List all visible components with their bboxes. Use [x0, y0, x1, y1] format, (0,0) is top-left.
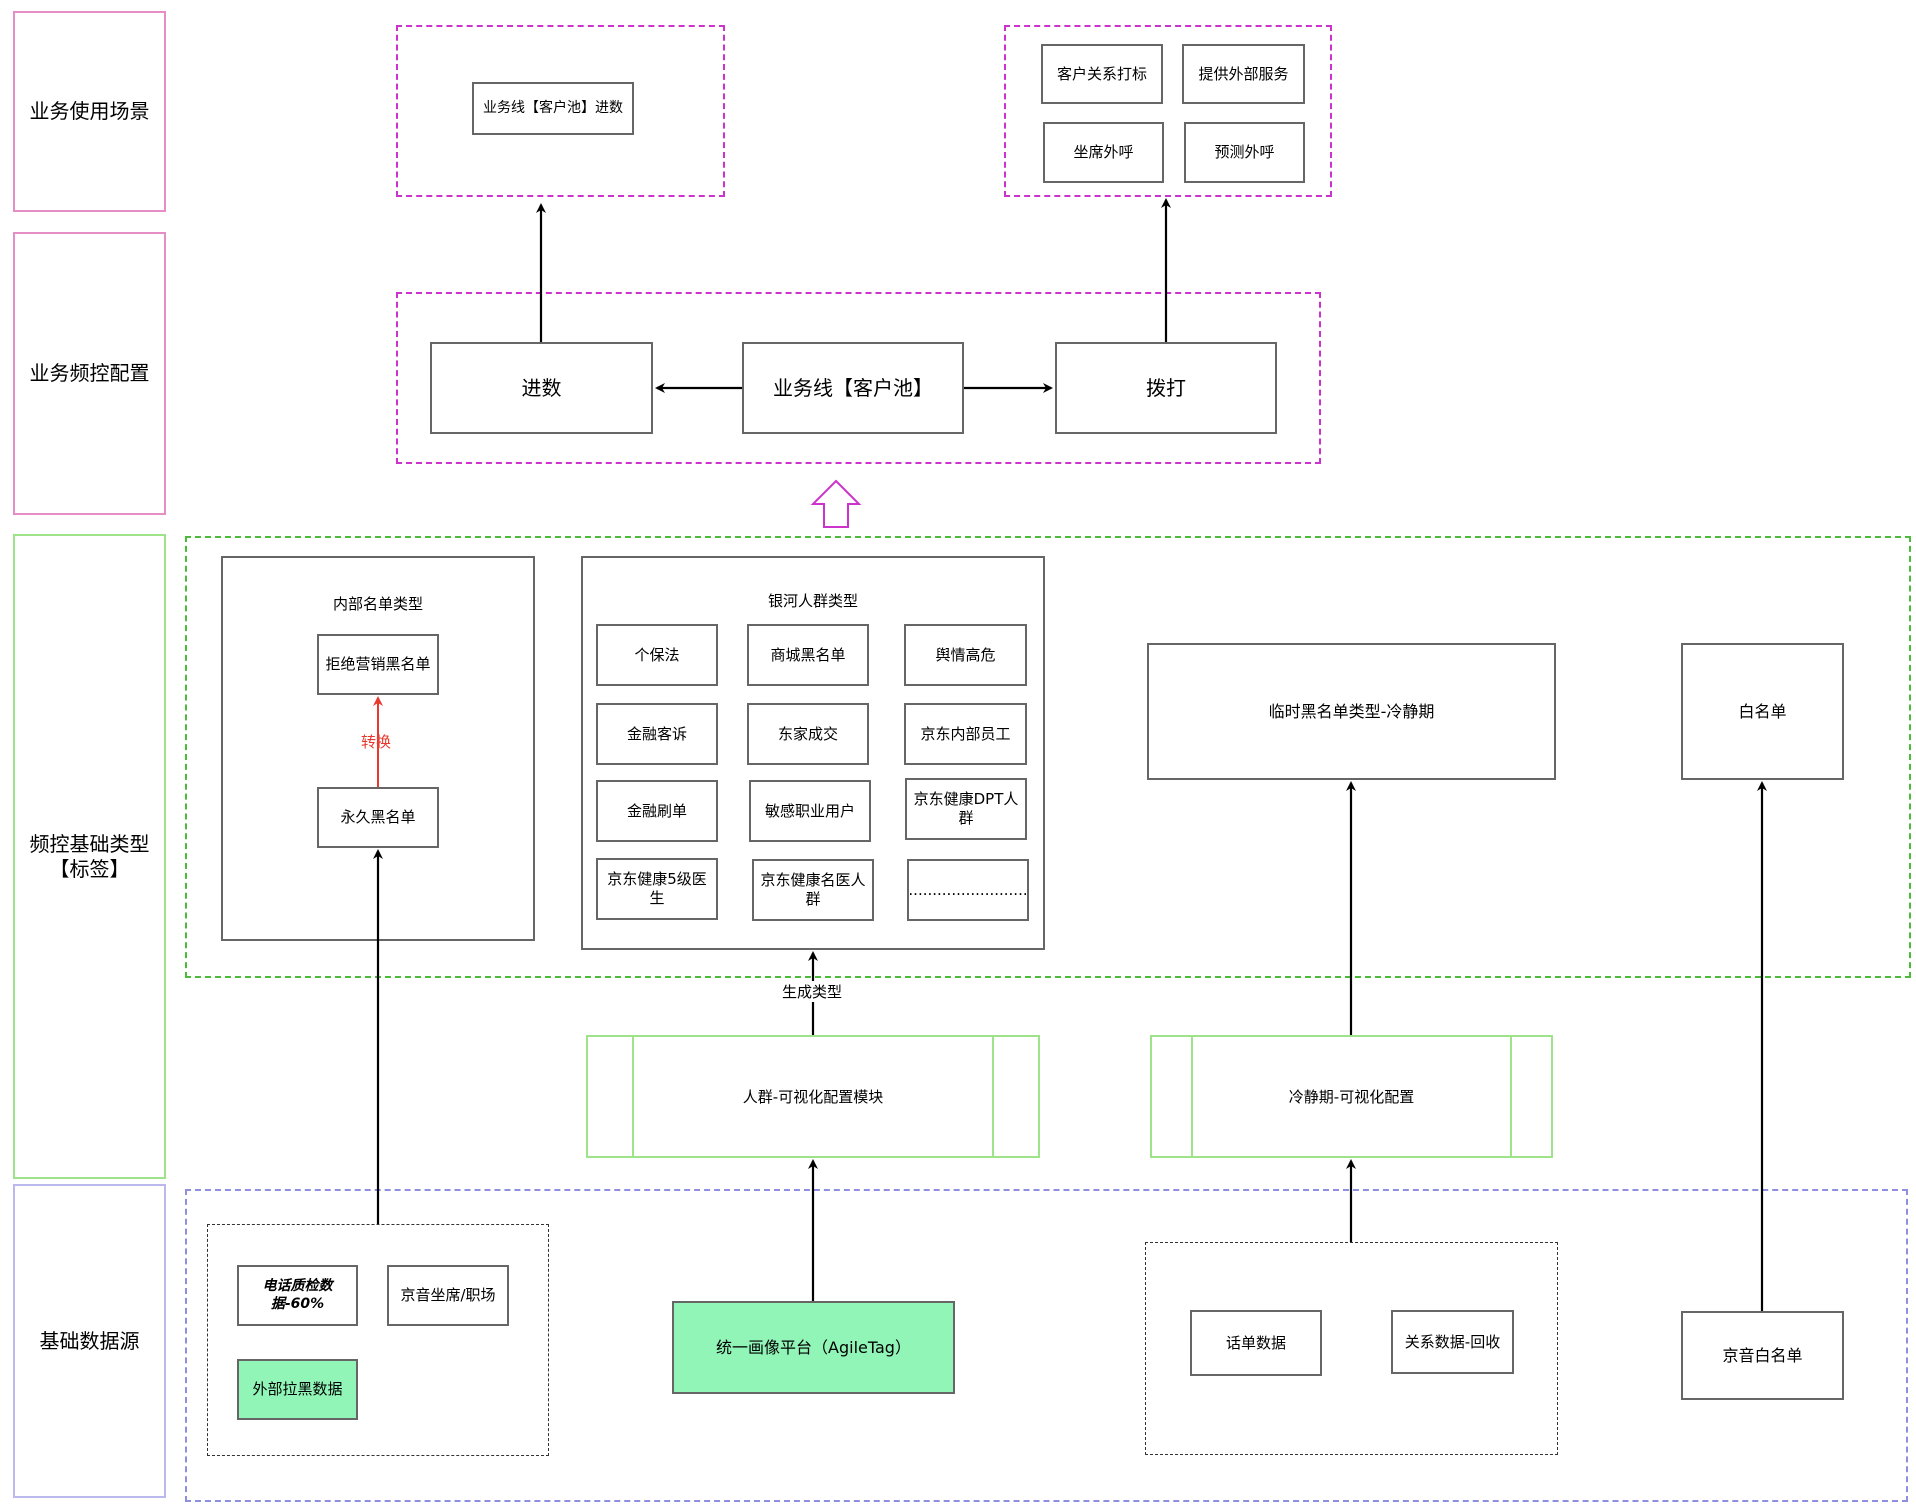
galaxy-cell-label: 京东内部员工 — [920, 724, 1011, 743]
module-right-bar — [1510, 1037, 1512, 1156]
scene-seat-call-box: 坐席外呼 — [1043, 122, 1164, 183]
lane-basic-type-label: 频控基础类型 【标签】 — [29, 831, 150, 881]
config-dial-label: 拨打 — [1146, 375, 1186, 400]
galaxy-cell-label: 商城黑名单 — [770, 645, 846, 664]
scene-seat-call-label: 坐席外呼 — [1073, 143, 1134, 162]
galaxy-cell: 金融刷单 — [596, 780, 718, 842]
jingyin-seat-label: 京音坐席/职场 — [400, 1286, 496, 1305]
galaxy-cell: 金融客诉 — [596, 703, 718, 765]
galaxy-cell: 京东健康名医人群 — [752, 859, 874, 921]
scene-predict-call-label: 预测外呼 — [1214, 143, 1275, 162]
config-customer-pool-box: 业务线【客户池】 — [742, 342, 964, 434]
galaxy-cell-label: 京东健康DPT人群 — [913, 790, 1019, 827]
scene-external-service-box: 提供外部服务 — [1182, 44, 1305, 104]
jingyin-whitelist-box: 京音白名单 — [1681, 1311, 1844, 1400]
galaxy-cell: ......................... — [907, 859, 1029, 921]
lane-scene-label: 业务使用场景 — [29, 99, 150, 123]
galaxy-cell-label: 京东健康5级医生 — [607, 870, 707, 907]
relation-data-box: 关系数据-回收 — [1391, 1310, 1514, 1374]
config-group — [396, 292, 1321, 464]
galaxy-cell: 京东健康DPT人群 — [905, 778, 1027, 840]
data-source-group — [185, 1189, 1908, 1502]
scene-customer-pool-box: 业务线【客户池】进数 — [472, 82, 634, 135]
jingyin-whitelist-label: 京音白名单 — [1722, 1345, 1803, 1365]
config-dial-box: 拨打 — [1055, 342, 1277, 434]
scene-external-service-label: 提供外部服务 — [1198, 64, 1289, 83]
galaxy-cell-label: 金融刷单 — [626, 801, 687, 820]
whitelist-box: 白名单 — [1681, 643, 1844, 780]
generate-type-label: 生成类型 — [782, 981, 843, 1002]
module-left-bar — [1191, 1037, 1193, 1156]
galaxy-crowd-title: 银河人群类型 — [767, 592, 858, 610]
galaxy-cell-label: 敏感职业用户 — [764, 801, 855, 820]
external-black-data-label: 外部拉黑数据 — [252, 1380, 343, 1399]
external-black-data-box: 外部拉黑数据 — [237, 1359, 358, 1420]
temp-blacklist-label: 临时黑名单类型-冷静期 — [1268, 701, 1435, 721]
agiletag-platform-box: 统一画像平台（AgileTag） — [672, 1301, 955, 1394]
jingyin-seat-box: 京音坐席/职场 — [387, 1265, 509, 1326]
galaxy-cell: 个保法 — [596, 624, 718, 686]
relation-data-label: 关系数据-回收 — [1404, 1332, 1501, 1351]
galaxy-cell-label: 金融客诉 — [626, 724, 687, 743]
galaxy-cell: 舆情高危 — [904, 624, 1027, 686]
galaxy-cell: 东家成交 — [747, 703, 869, 765]
galaxy-cell: 京东内部员工 — [904, 703, 1027, 765]
scene-right-group — [1004, 25, 1332, 197]
lane-config: 业务频控配置 — [13, 232, 166, 515]
whitelist-label: 白名单 — [1738, 701, 1787, 721]
galaxy-cell-label: 个保法 — [634, 645, 680, 664]
agiletag-platform-label: 统一画像平台（AgileTag） — [716, 1337, 911, 1357]
galaxy-cell-label: 京东健康名医人群 — [760, 871, 866, 908]
source-left-group — [207, 1224, 549, 1456]
scene-left-group — [396, 25, 725, 197]
lane-data-source: 基础数据源 — [13, 1184, 166, 1498]
module-left-bar — [632, 1037, 634, 1156]
galaxy-cell: 京东健康5级医生 — [596, 858, 718, 920]
scene-predict-call-box: 预测外呼 — [1184, 122, 1305, 183]
convert-label: 转换 — [361, 731, 392, 752]
source-cooling-group — [1145, 1242, 1558, 1455]
permanent-blacklist-box: 永久黑名单 — [317, 787, 439, 848]
lane-data-source-label: 基础数据源 — [39, 1328, 140, 1353]
galaxy-cell-label: 东家成交 — [777, 724, 838, 743]
galaxy-cell-label: ......................... — [908, 880, 1028, 899]
call-records-box: 话单数据 — [1190, 1310, 1322, 1376]
temp-blacklist-box: 临时黑名单类型-冷静期 — [1147, 643, 1556, 780]
scene-customer-tagging-label: 客户关系打标 — [1056, 64, 1147, 83]
cooling-config-module: 冷静期-可视化配置 — [1150, 1035, 1553, 1158]
scene-customer-tagging-box: 客户关系打标 — [1041, 44, 1163, 104]
module-right-bar — [992, 1037, 994, 1156]
galaxy-cell: 敏感职业用户 — [749, 780, 871, 842]
reject-marketing-blacklist-label: 拒绝营销黑名单 — [325, 655, 431, 674]
config-in-label: 进数 — [521, 375, 562, 400]
phone-quality-data-label: 电话质检数据-60% — [262, 1278, 333, 1312]
galaxy-cell: 商城黑名单 — [747, 624, 869, 686]
config-customer-pool-label: 业务线【客户池】 — [773, 375, 933, 400]
basic-type-group — [185, 536, 1911, 978]
hollow-up-arrow — [810, 479, 862, 528]
crowd-config-module-label: 人群-可视化配置模块 — [742, 1088, 884, 1106]
cooling-config-module-label: 冷静期-可视化配置 — [1288, 1088, 1415, 1106]
config-in-box: 进数 — [430, 342, 653, 434]
internal-list-title: 内部名单类型 — [332, 595, 423, 613]
phone-quality-data-box: 电话质检数据-60% — [237, 1265, 358, 1326]
galaxy-cell-label: 舆情高危 — [935, 645, 996, 664]
reject-marketing-blacklist-box: 拒绝营销黑名单 — [317, 634, 439, 695]
crowd-config-module: 人群-可视化配置模块 — [586, 1035, 1040, 1158]
lane-scene: 业务使用场景 — [13, 11, 166, 212]
scene-customer-pool-label: 业务线【客户池】进数 — [483, 99, 623, 116]
lane-basic-type: 频控基础类型 【标签】 — [13, 534, 166, 1179]
call-records-label: 话单数据 — [1225, 1333, 1286, 1352]
lane-config-label: 业务频控配置 — [29, 361, 150, 385]
permanent-blacklist-label: 永久黑名单 — [340, 808, 416, 827]
